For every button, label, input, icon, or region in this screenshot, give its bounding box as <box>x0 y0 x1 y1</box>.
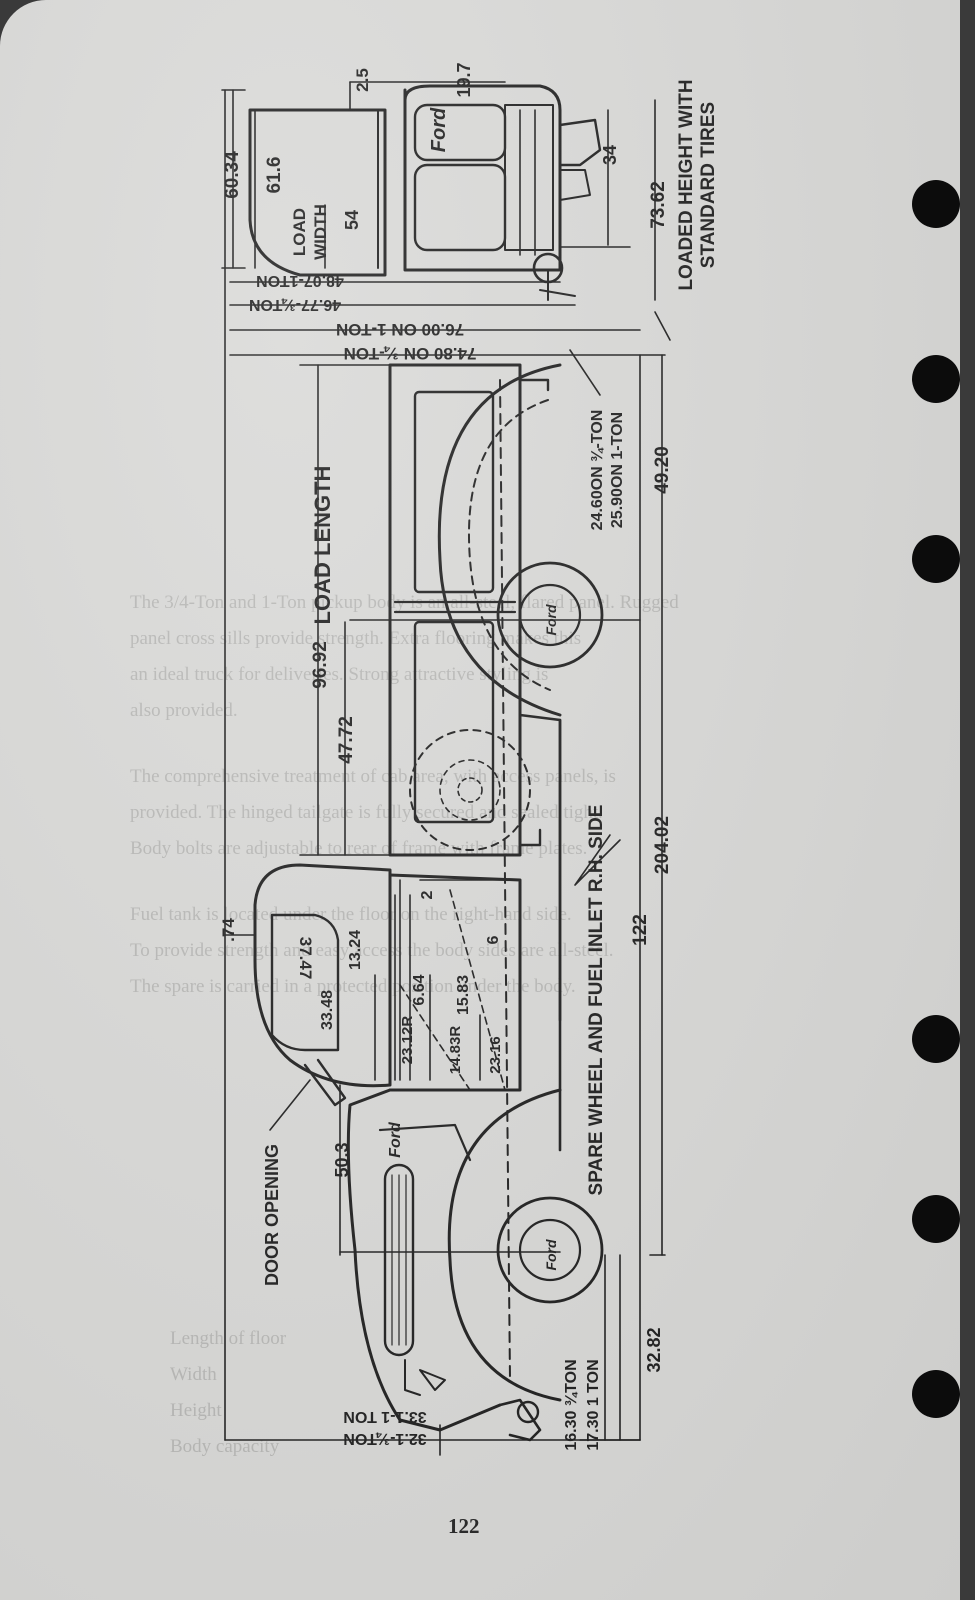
dim-15-83: 15.83 <box>455 975 472 1015</box>
spare-wheel-label: SPARE WHEEL AND FUEL INLET R.H. SIDE <box>586 805 607 1196</box>
dim-46-77: 46.77-¾TON <box>249 296 341 313</box>
bleed-line: To provide strength and easy access the … <box>130 940 614 961</box>
dim-2-5: 2.5 <box>353 68 372 92</box>
binder-hole <box>912 1195 960 1243</box>
bleed-line: The comprehensive treatment of cab area,… <box>130 766 616 787</box>
dim-76-00: 76.00 ON 1-TON <box>336 320 464 339</box>
bleed-through-specs: Length of floor Width Height Body capaci… <box>150 1326 920 1470</box>
front-dimensions <box>221 81 666 356</box>
dim-33-48: 33.48 <box>319 990 336 1030</box>
dim-73-62: 73.62 <box>648 181 669 229</box>
bleed-line: an ideal truck for deliveries. Strong at… <box>130 664 549 685</box>
bleed-line: Fuel tank is located under the floor on … <box>130 904 572 925</box>
ford-logo: Ford <box>543 1239 559 1271</box>
dim-49-20: 49.20 <box>652 446 673 494</box>
binder-hole <box>912 1015 960 1063</box>
binder-hole <box>912 355 960 403</box>
ford-logo: Ford <box>428 107 450 152</box>
dim-74-80: 74.80 ON ¾-TON <box>344 344 477 363</box>
ford-logo: Ford <box>543 604 559 636</box>
ford-logo: Ford <box>387 1121 404 1158</box>
front-view <box>248 84 631 301</box>
side-view <box>253 363 604 1442</box>
bleed-line: Length of floor <box>170 1328 287 1349</box>
dim-32-1: 32.1-¾TON <box>343 1430 426 1447</box>
dim-74: .74 <box>219 918 238 942</box>
bleed-through-text: The 3/4-Ton and 1-Ton pickup body is an … <box>110 590 880 1010</box>
side-dimensions <box>224 89 671 1456</box>
dim-33-1: 33.1-1 TON <box>343 1408 426 1425</box>
binder-hole <box>912 1370 960 1418</box>
dim-50-3: 50.3 <box>332 1142 352 1177</box>
dim-204-02: 204.02 <box>652 816 673 874</box>
bleed-line: Body capacity <box>170 1436 280 1457</box>
dim-122: 122 <box>630 914 651 946</box>
bleed-line: The spare is carried in a protected posi… <box>130 976 576 997</box>
dim-34: 34 <box>600 145 620 165</box>
loaded-height-label: STANDARD TIRES <box>698 102 719 268</box>
dim-37-47: 37.47 <box>296 937 315 980</box>
loaded-height-label: LOADED HEIGHT WITH <box>676 79 697 290</box>
page-number: 122 <box>448 1514 480 1538</box>
dim-25-90: 25.90ON 1-TON <box>609 412 626 528</box>
dim-6: 6 <box>485 935 502 944</box>
dim-61-6: 61.6 <box>264 157 285 194</box>
dim-96-92: 96.92 <box>310 641 331 689</box>
dim-23-12: 23.12R <box>399 1016 416 1065</box>
dim-16-30: 16.30 ¾TON <box>563 1359 580 1450</box>
dim-23-16: 23.16 <box>487 1036 504 1074</box>
dim-14-83: 14.83R <box>447 1026 464 1075</box>
door-opening-label: DOOR OPENING <box>262 1144 282 1286</box>
dim-32-82: 32.82 <box>644 1327 664 1372</box>
bleed-line: provided. The hinged tailgate is fully s… <box>130 802 603 823</box>
load-width-label: WIDTH <box>311 204 330 260</box>
load-width-label: LOAD <box>290 208 309 256</box>
dim-48-07: 48.07-1TON <box>256 272 344 289</box>
dim-60-34: 60.34 <box>222 151 243 199</box>
binder-hole <box>912 180 960 228</box>
bleed-line: panel cross sills provide strength. Extr… <box>130 628 582 649</box>
binder-hole <box>912 535 960 583</box>
dim-54: 54 <box>342 210 362 230</box>
dim-6-64: 6.64 <box>411 974 428 1005</box>
dim-47-72: 47.72 <box>336 716 357 764</box>
dim-13-24: 13.24 <box>347 930 364 970</box>
dim-24-60: 24.60ON ¾-TON <box>589 410 606 531</box>
load-length-label: LOAD LENGTH <box>310 466 335 625</box>
dim-17-30: 17.30 1 TON <box>585 1359 602 1450</box>
dim-19-7: 19.7 <box>454 62 474 97</box>
bleed-line: Height <box>170 1400 222 1421</box>
dim-2: 2 <box>419 890 436 899</box>
bleed-line: Width <box>170 1364 217 1385</box>
bleed-line: also provided. <box>130 700 238 721</box>
